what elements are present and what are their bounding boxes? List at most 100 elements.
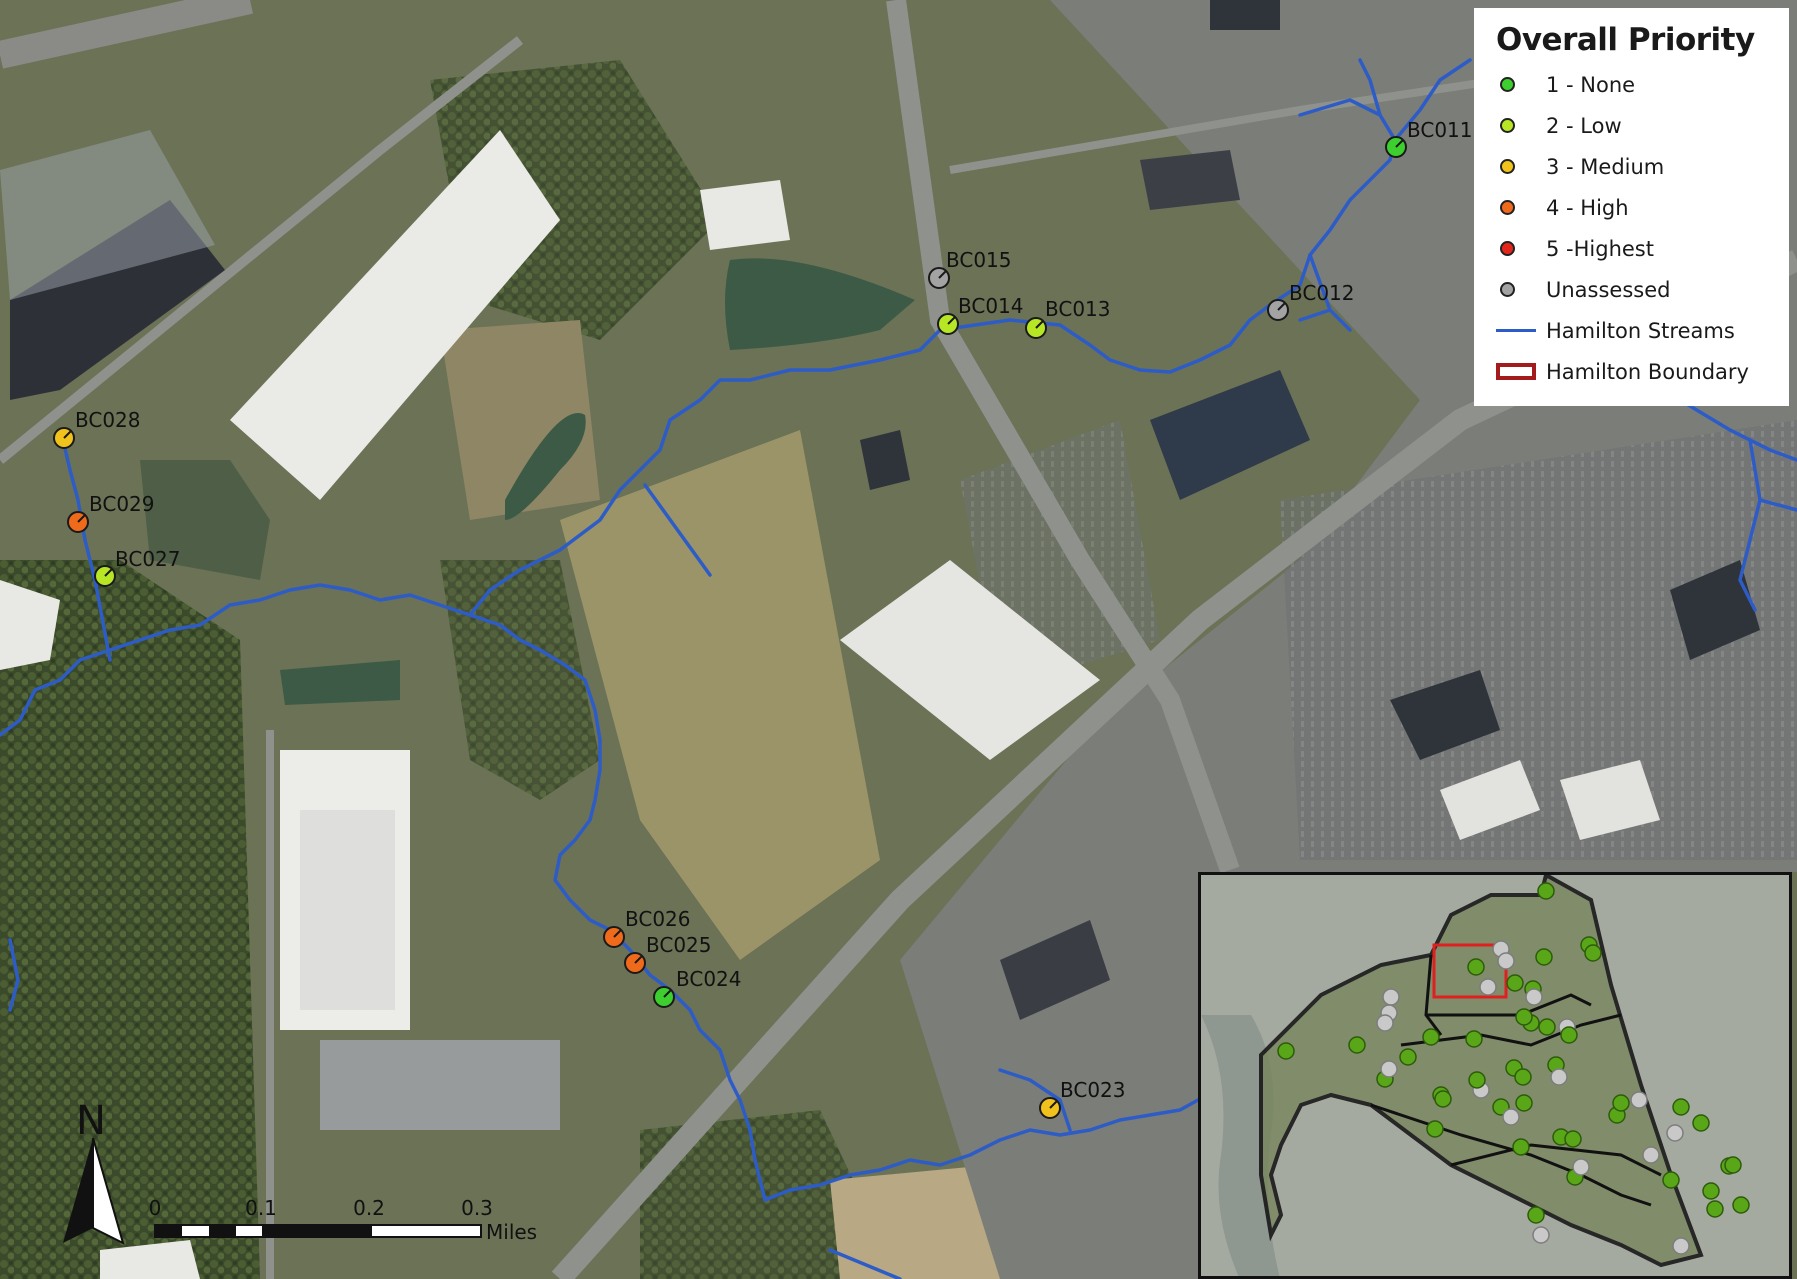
site-dot-tick <box>947 316 956 325</box>
inset-site-dot <box>1706 1200 1724 1218</box>
site-marker-bc012[interactable]: BC012 <box>1267 281 1355 321</box>
legend-label: 1 - None <box>1546 72 1636 97</box>
inset-site-dot <box>1514 1068 1532 1086</box>
site-marker-bc024[interactable]: BC024 <box>653 967 742 1008</box>
inset-site-dot <box>1497 952 1515 970</box>
legend-symbol <box>1496 282 1546 297</box>
legend-dot-icon <box>1500 77 1515 92</box>
site-marker-bc011[interactable]: BC011 <box>1385 118 1473 158</box>
inset-site-dot <box>1277 1042 1295 1060</box>
legend-symbol <box>1496 329 1546 332</box>
legend-item: 2 - Low <box>1496 105 1789 146</box>
inset-site-dot <box>1434 1090 1452 1108</box>
legend-line-icon <box>1496 329 1536 332</box>
building-solar <box>1150 370 1310 500</box>
building-south <box>1000 920 1110 1020</box>
site-label: BC024 <box>676 967 742 991</box>
inset-site-dot <box>1666 1124 1684 1142</box>
inset-site-dot <box>1525 988 1543 1006</box>
building-east-4 <box>1390 670 1500 760</box>
inset-site-dot <box>1732 1196 1750 1214</box>
site-label: BC013 <box>1045 297 1111 321</box>
legend-item: Hamilton Boundary <box>1496 351 1789 392</box>
site-label: BC025 <box>646 933 712 957</box>
site-label: BC015 <box>946 248 1012 272</box>
building-north-east <box>1140 150 1240 210</box>
north-letter: N <box>76 1098 106 1144</box>
inset-site-dot <box>1537 882 1555 900</box>
stream-south <box>828 1248 902 1279</box>
site-label: BC026 <box>625 907 691 931</box>
inset-site-dot <box>1399 1048 1417 1066</box>
site-label: BC023 <box>1060 1078 1126 1102</box>
legend-label: Hamilton Boundary <box>1546 359 1749 384</box>
highway-north-west <box>0 0 254 69</box>
legend-symbol <box>1496 118 1546 133</box>
pond-south-west <box>280 660 400 705</box>
inset-site-dot <box>1515 1094 1533 1112</box>
inset-canvas <box>1201 875 1789 1276</box>
inset-site-dot <box>1724 1156 1742 1174</box>
site-marker-bc028[interactable]: BC028 <box>53 408 141 449</box>
legend-symbol <box>1496 159 1546 174</box>
building-south-west-edge <box>100 1240 200 1279</box>
stream-bc023-branch <box>998 1068 1072 1132</box>
site-marker-bc026[interactable]: BC026 <box>603 907 691 948</box>
scale-tick-2: 0.2 <box>353 1196 385 1220</box>
inset-site-dot <box>1702 1182 1720 1200</box>
building-east <box>1440 760 1540 840</box>
stream-north-east-branches <box>1298 58 1472 142</box>
legend-dot-icon <box>1500 118 1515 133</box>
stream-spur <box>643 483 712 577</box>
inset-site-dot <box>1672 1098 1690 1116</box>
legend-symbol <box>1496 200 1546 215</box>
inset-site-dot <box>1538 1018 1556 1036</box>
warehouse-central <box>230 130 560 500</box>
inset-site-dot <box>1564 1130 1582 1148</box>
site-marker-bc023[interactable]: BC023 <box>1039 1078 1126 1119</box>
road-north-south <box>886 0 1240 874</box>
site-marker-bc015[interactable]: BC015 <box>928 248 1012 289</box>
inset-site-dot <box>1560 1026 1578 1044</box>
inset-locator-map[interactable] <box>1198 872 1792 1279</box>
legend-symbol <box>1496 241 1546 256</box>
building-top <box>1210 0 1280 30</box>
legend-label: 3 - Medium <box>1546 154 1665 179</box>
site-label: BC028 <box>75 408 141 432</box>
legend-item: 1 - None <box>1496 64 1789 105</box>
office-north <box>700 180 790 250</box>
inset-site-dot <box>1465 1030 1483 1048</box>
pond-north <box>725 258 915 350</box>
scale-tick-1: 0.1 <box>245 1196 277 1220</box>
inset-site-dot <box>1468 1071 1486 1089</box>
site-marker-bc014[interactable]: BC014 <box>937 294 1024 335</box>
inset-site-dots <box>1277 882 1750 1255</box>
stream-west-edge <box>8 938 20 1012</box>
inset-site-dot <box>1506 974 1524 992</box>
inset-subwatershed-lines <box>1370 954 1662 1207</box>
hamilton-streams <box>0 58 1797 1279</box>
scale-units: Miles <box>486 1220 538 1244</box>
parking-area-east <box>1280 420 1797 860</box>
site-marker-bc029[interactable]: BC029 <box>67 492 155 533</box>
inset-site-dot <box>1612 1094 1630 1112</box>
legend-symbol <box>1496 363 1546 380</box>
building-mid <box>860 430 910 490</box>
legend-dot-icon <box>1500 159 1515 174</box>
site-label: BC027 <box>115 547 181 571</box>
legend-rect-icon <box>1496 363 1536 380</box>
legend-item: 4 - High <box>1496 187 1789 228</box>
site-marker-bc025[interactable]: BC025 <box>624 933 712 974</box>
pond-north-west <box>505 413 586 520</box>
site-label: BC011 <box>1407 118 1473 142</box>
site-marker-bc027[interactable]: BC027 <box>94 547 181 587</box>
inset-site-dot <box>1672 1237 1690 1255</box>
site-marker-bc013[interactable]: BC013 <box>1025 297 1111 339</box>
pond-west <box>140 460 270 580</box>
building-west-edge <box>0 580 60 670</box>
legend-label: 2 - Low <box>1546 113 1622 138</box>
legend-item: 5 -Highest <box>1496 228 1789 269</box>
site-dot-tick <box>63 430 72 439</box>
